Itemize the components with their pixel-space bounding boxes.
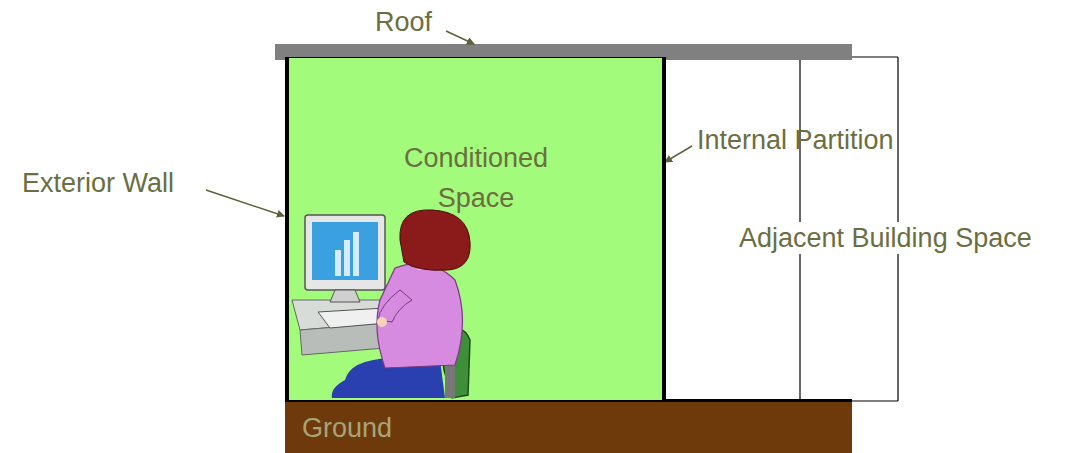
space-region: Conditioned Space (285, 57, 666, 401)
part-label: Roof (375, 6, 432, 38)
ground-label: Ground (302, 412, 392, 444)
space-label: Conditioned Space (366, 138, 586, 218)
part-label: Adjacent Building Space (737, 222, 1034, 254)
part-label: Exterior Wall (22, 167, 174, 199)
part-label: Internal Partition (697, 124, 894, 156)
ground-band: Ground (285, 400, 852, 453)
office-worker-illustration (289, 58, 662, 401)
